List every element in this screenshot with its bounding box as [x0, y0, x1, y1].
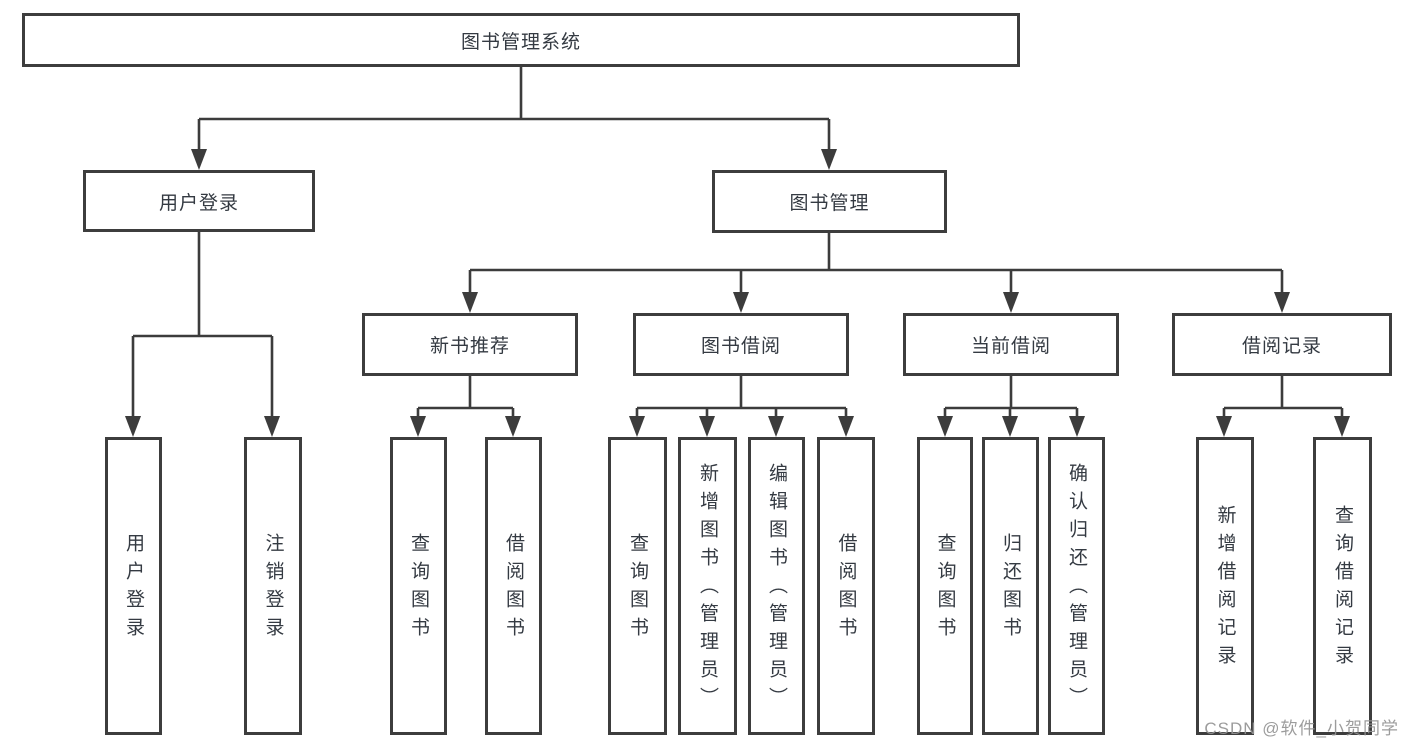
leaf-confirm-return-admin: 确认归还（管理员） [1048, 437, 1105, 735]
arrow-down-icon [768, 416, 784, 437]
arrow-down-icon [1002, 416, 1018, 437]
arrow-down-icon [125, 416, 141, 437]
leaf-borrow-borrow-books: 借阅图书 [817, 437, 875, 735]
arrow-down-icon [462, 292, 478, 313]
connector-book-mgmt-to-level3 [468, 233, 1284, 296]
leaf-rec-query-books: 查询图书 [390, 437, 447, 735]
csdn-watermark: CSDN @软件_小贺同学 [1204, 719, 1399, 738]
node-book-borrowing: 图书借阅 [633, 313, 849, 376]
arrow-down-icon [937, 416, 953, 437]
arrow-down-icon [1216, 416, 1232, 437]
node-user-login: 用户登录 [83, 170, 315, 232]
connector-user-login-to-leaves [131, 232, 274, 420]
arrow-down-icon [191, 149, 207, 170]
arrow-down-icon [410, 416, 426, 437]
arrow-down-icon [1003, 292, 1019, 313]
arrow-down-icon [733, 292, 749, 313]
connector-current-borrow-to-leaves [943, 376, 1079, 420]
arrow-down-icon [1334, 416, 1350, 437]
connector-root-to-level2 [197, 67, 831, 152]
node-book-management: 图书管理 [712, 170, 947, 233]
arrowheads [125, 149, 1350, 437]
leaf-add-borrow-record: 新增借阅记录 [1196, 437, 1254, 735]
arrow-down-icon [629, 416, 645, 437]
node-root-system: 图书管理系统 [22, 13, 1020, 67]
leaf-borrow-query-books: 查询图书 [608, 437, 667, 735]
arrow-down-icon [505, 416, 521, 437]
arrow-down-icon [264, 416, 280, 437]
leaf-add-book-admin: 新增图书（管理员） [678, 437, 737, 735]
leaf-rec-borrow-books: 借阅图书 [485, 437, 542, 735]
node-borrowing-records: 借阅记录 [1172, 313, 1392, 376]
leaf-return-books: 归还图书 [982, 437, 1039, 735]
node-current-borrowing: 当前借阅 [903, 313, 1119, 376]
connector-new-book-rec-to-leaves [416, 376, 515, 420]
connector-borrow-records-to-leaves [1222, 376, 1344, 420]
leaf-current-query-books: 查询图书 [917, 437, 973, 735]
leaf-logout: 注销登录 [244, 437, 302, 735]
node-new-book-recommendation: 新书推荐 [362, 313, 578, 376]
leaf-query-borrow-record: 查询借阅记录 [1313, 437, 1372, 735]
leaf-user-login: 用户登录 [105, 437, 162, 735]
arrow-down-icon [1274, 292, 1290, 313]
arrow-down-icon [699, 416, 715, 437]
arrow-down-icon [838, 416, 854, 437]
leaf-edit-book-admin: 编辑图书（管理员） [748, 437, 805, 735]
connector-book-borrow-to-leaves [635, 376, 848, 420]
arrow-down-icon [821, 149, 837, 170]
arrow-down-icon [1069, 416, 1085, 437]
